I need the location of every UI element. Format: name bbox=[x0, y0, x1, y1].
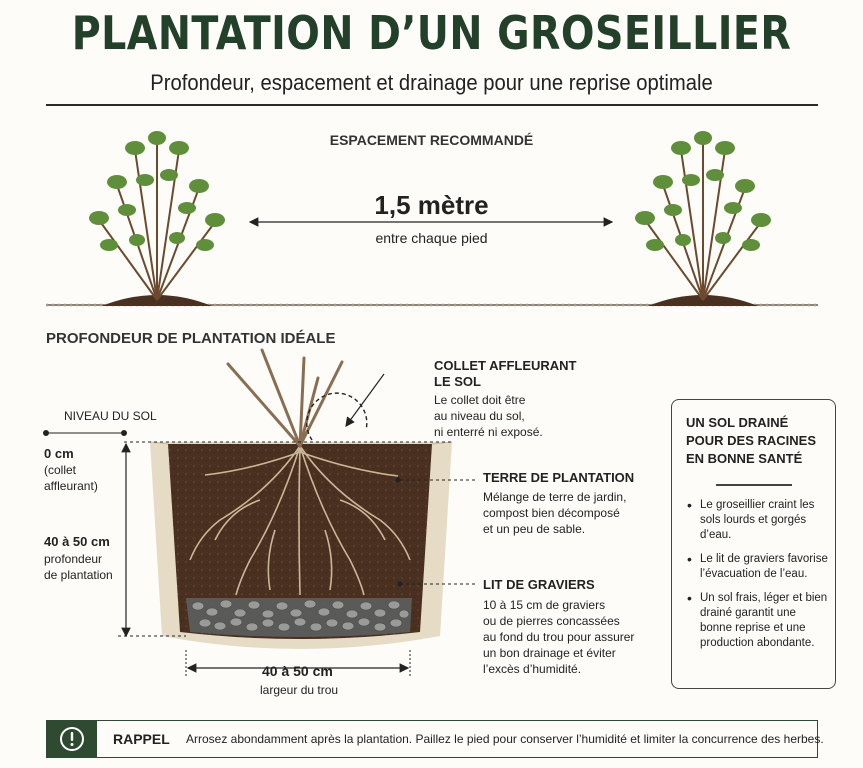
zero-depth-note-2: affleurant) bbox=[44, 479, 98, 493]
soil-text-1: Mélange de terre de jardin, bbox=[483, 490, 627, 504]
drainage-info-box: UN SOL DRAINÉ POUR DES RACINES EN BONNE … bbox=[671, 399, 836, 689]
ground-level-label: NIVEAU DU SOL bbox=[64, 409, 157, 423]
zero-depth-value: 0 cm bbox=[44, 446, 74, 461]
collar-title-2: LE SOL bbox=[434, 374, 481, 389]
collar-text-2: au niveau du sol, bbox=[434, 409, 525, 423]
ground-level-marker bbox=[43, 430, 452, 443]
reminder-icon-box bbox=[47, 721, 97, 757]
collar-marker bbox=[306, 392, 368, 441]
gravel-text-4: un bon drainage et éviter bbox=[483, 646, 616, 660]
gravel-text-1: 10 à 15 cm de graviers bbox=[483, 598, 606, 612]
reminder-bar: RAPPEL Arrosez abondamment après la plan… bbox=[46, 720, 824, 758]
bare-root-stems bbox=[226, 348, 344, 448]
info-box-title: UN SOL DRAINÉ POUR DES RACINES EN BONNE … bbox=[686, 415, 817, 466]
reminder-text: Arrosez abondamment après la plantation.… bbox=[186, 732, 824, 746]
bush-right bbox=[635, 131, 771, 306]
width-arrow bbox=[185, 650, 411, 676]
info-box-list: Le groseillier craint les sols lourds et… bbox=[684, 498, 829, 660]
collar-annotation: COLLET AFFLEURANT LE SOL Le collet doit … bbox=[434, 358, 577, 440]
planting-depth-note-1: profondeur bbox=[44, 552, 103, 566]
spacing-caption: entre chaque pied bbox=[375, 230, 488, 246]
collar-text-1: Le collet doit être bbox=[434, 393, 526, 407]
list-item: Un sol frais, léger et bien drainé garan… bbox=[684, 591, 829, 651]
planting-depth-value: 40 à 50 cm bbox=[44, 534, 110, 549]
collar-title-1: COLLET AFFLEURANT bbox=[434, 358, 577, 373]
reminder-label: RAPPEL bbox=[113, 731, 170, 747]
soil-title: TERRE DE PLANTATION bbox=[483, 470, 635, 485]
gravel-annotation: LIT DE GRAVIERS 10 à 15 cm de graviers o… bbox=[483, 577, 634, 677]
collar-pointer bbox=[345, 373, 385, 427]
collar-text-3: ni enterré ni exposé. bbox=[434, 425, 543, 439]
list-item: Le lit de graviers favorise l’évacuation… bbox=[684, 552, 829, 582]
depth-heading: PROFONDEUR DE PLANTATION IDÉALE bbox=[46, 330, 336, 347]
exclamation-circle-icon bbox=[60, 727, 84, 751]
gravel-text-2: ou de pierres concassées bbox=[483, 614, 620, 628]
soil-text-2: compost bien décomposé bbox=[483, 506, 620, 520]
soil-annotation: TERRE DE PLANTATION Mélange de terre de … bbox=[483, 470, 634, 537]
list-item: Le groseillier craint les sols lourds et… bbox=[684, 498, 829, 543]
planting-depth-note-2: de plantation bbox=[44, 568, 113, 582]
gravel-title: LIT DE GRAVIERS bbox=[483, 577, 595, 592]
header-divider bbox=[46, 104, 818, 106]
planting-hole bbox=[149, 441, 453, 649]
root-system bbox=[189, 445, 411, 596]
bush-left bbox=[89, 131, 225, 306]
gravel-text-5: l’excès d’humidité. bbox=[483, 662, 582, 676]
hole-width-value: 40 à 50 cm bbox=[262, 663, 333, 679]
gravel-layer bbox=[186, 598, 412, 637]
spacing-value: 1,5 mètre bbox=[374, 190, 489, 220]
page-title: PLANTATION D’UN GROSEILLIER bbox=[71, 6, 792, 60]
soil-text-3: et un peu de sable. bbox=[483, 522, 586, 536]
spacing-heading: ESPACEMENT RECOMMANDÉ bbox=[329, 132, 534, 148]
hole-width-note: largeur du trou bbox=[260, 683, 339, 697]
page-subtitle: Profondeur, espacement et drainage pour … bbox=[150, 70, 713, 95]
zero-depth-note-1: (collet bbox=[44, 463, 77, 477]
gravel-text-3: au fond du trou pour assurer bbox=[483, 630, 635, 644]
info-box-divider bbox=[716, 484, 792, 486]
